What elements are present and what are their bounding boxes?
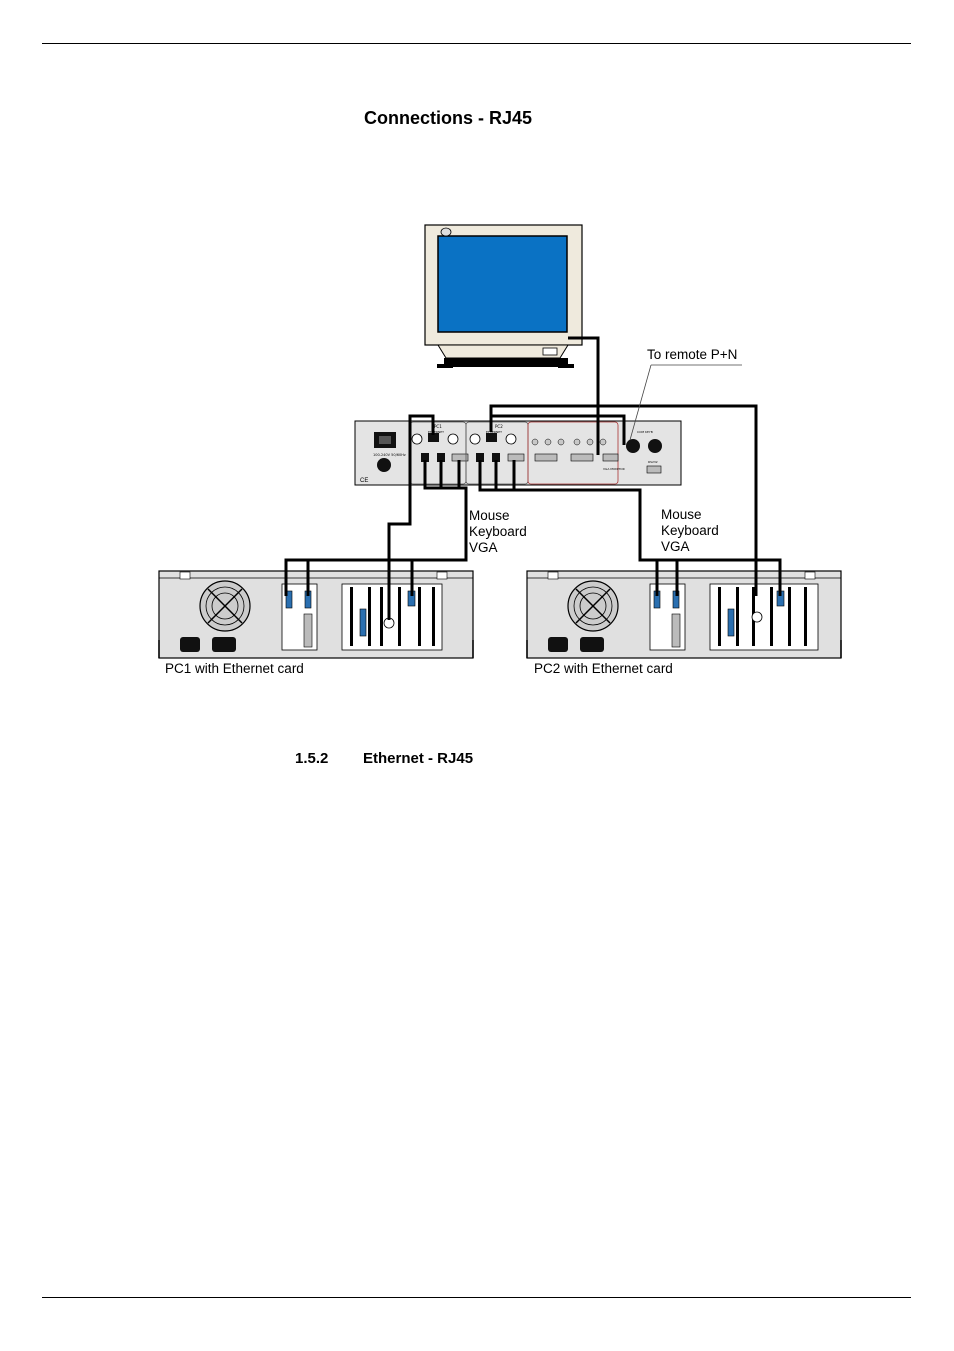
kvm-switch-unit: 100-240V 50/60Hz CE PC1 ETHERNET PC2 ETH…	[354, 414, 682, 486]
pc1-cable-labels: Mouse Keyboard VGA	[469, 508, 527, 556]
remote-leader	[629, 364, 742, 441]
pc2-cable-labels: Mouse Keyboard VGA	[661, 507, 719, 555]
switch-pc2-text: PC2	[495, 424, 503, 429]
monitor-port-text: VGA MONITOR	[603, 467, 625, 471]
section-heading: 1.5.2 Ethernet - RJ45	[295, 750, 473, 767]
pc1-label: PC1 with Ethernet card	[165, 661, 304, 676]
bottom-rule	[42, 1297, 911, 1298]
pc1-mouse-label: Mouse	[469, 508, 510, 523]
remote-label: To remote P+N	[647, 347, 738, 362]
mains-text: 100-240V 50/60Hz	[373, 453, 406, 457]
pc1-chassis	[158, 570, 474, 659]
section-number: 1.5.2	[295, 750, 329, 767]
pc1-keyboard-label: Keyboard	[469, 524, 527, 539]
pc1-vga-label: VGA	[469, 540, 498, 555]
pc2-vga-label: VGA	[661, 539, 690, 554]
rs232-text: RS232	[648, 460, 658, 464]
com-keyb-text: COM KEYB	[637, 430, 653, 434]
pc2-keyboard-label: Keyboard	[661, 523, 719, 538]
svg-text:CE: CE	[360, 478, 368, 484]
switch-eth2-text: ETHERNET	[486, 430, 502, 434]
pc2-chassis	[526, 570, 842, 659]
pc2-mouse-label: Mouse	[661, 507, 702, 522]
top-rule	[42, 43, 911, 44]
page-heading: Connections - RJ45	[364, 108, 533, 128]
switch-pc1-text: PC1	[434, 424, 442, 429]
switch-eth1-text: ETHERNET	[428, 430, 444, 434]
connection-diagram: 100-240V 50/60Hz CE PC1 ETHERNET PC2 ETH…	[158, 224, 842, 659]
pc2-label: PC2 with Ethernet card	[534, 661, 673, 676]
monitor	[424, 224, 583, 368]
section-title: Ethernet - RJ45	[363, 750, 474, 767]
cables	[284, 336, 782, 620]
